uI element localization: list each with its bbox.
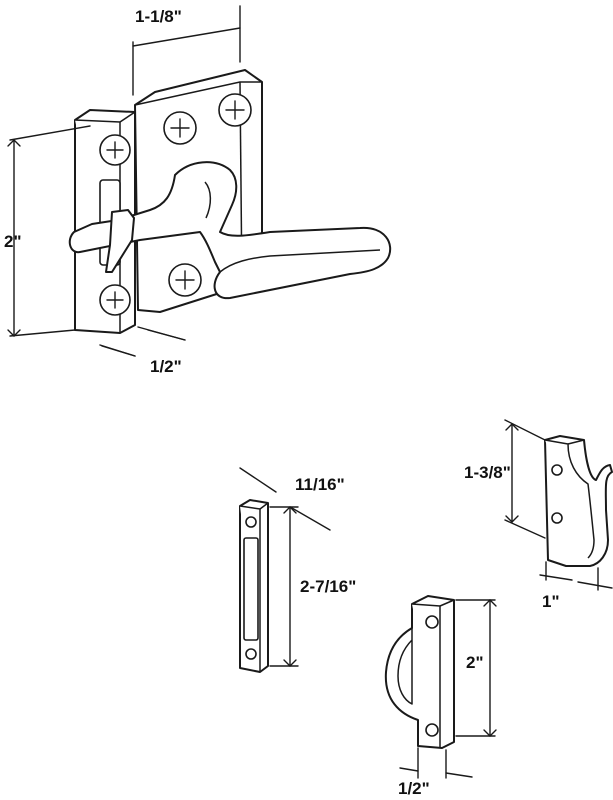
label-strike-height: 2-7/16" <box>300 577 356 596</box>
small-hook <box>384 595 455 749</box>
label-latch-width: 1-1/8" <box>135 7 182 26</box>
dim-small-hook-height: 2" <box>455 599 497 737</box>
label-small-hook-height: 2" <box>466 653 484 672</box>
label-small-hook-width: 1/2" <box>398 779 430 798</box>
label-large-hook-width: 1" <box>542 592 560 611</box>
strike-plate <box>239 499 269 673</box>
label-latch-height: 2" <box>4 232 22 251</box>
dim-latch-depth: 1/2" <box>99 326 186 376</box>
label-latch-depth: 1/2" <box>150 357 182 376</box>
latch-lever <box>68 161 392 300</box>
dim-strike-width: 11/16" <box>239 467 345 531</box>
plate-screw-top-right <box>218 93 252 127</box>
dim-large-hook-width: 1" <box>539 561 613 611</box>
keeper-screw-bottom <box>99 284 131 316</box>
large-hook <box>544 435 613 567</box>
dim-latch-width: 1-1/8" <box>132 5 241 96</box>
dim-latch-height: 2" <box>4 125 91 337</box>
dim-small-hook-width: 1/2" <box>398 747 473 798</box>
latch-assembly <box>68 69 392 334</box>
label-large-hook-height: 1-3/8" <box>464 463 511 482</box>
dim-strike-height: 2-7/16" <box>269 506 356 667</box>
plate-screw-top-left <box>163 111 197 145</box>
label-strike-width: 11/16" <box>295 475 345 494</box>
plate-screw-bottom <box>168 263 202 297</box>
dim-large-hook-height: 1-3/8" <box>464 419 546 539</box>
keeper-screw-top <box>99 134 131 166</box>
